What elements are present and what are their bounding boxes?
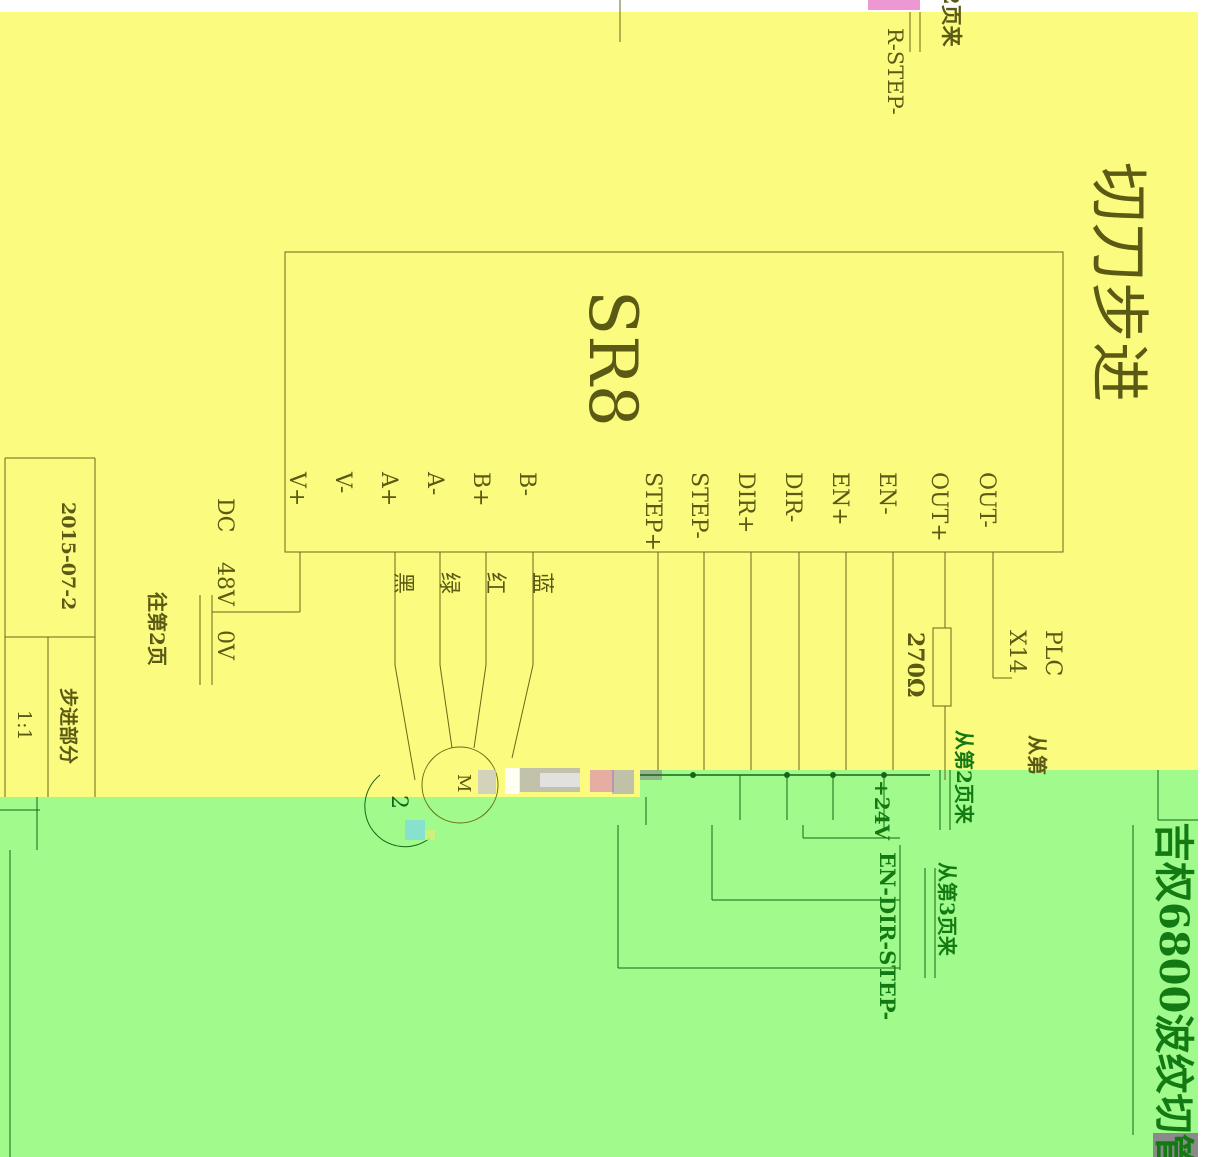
driver-terminals: OUT- OUT+ EN- EN+ DIR- DIR+ STEP- STEP+ B- B+ A- A+… xyxy=(284,471,999,551)
plus24-label: +24V xyxy=(870,780,894,841)
plc-label: PLC xyxy=(1040,630,1065,676)
terminal-label: V- xyxy=(330,471,355,493)
terminal-label: A+ xyxy=(376,471,401,506)
terminal-label: OUT- xyxy=(974,472,999,528)
terminal-label: B+ xyxy=(468,472,493,507)
terminal-label: OUT+ xyxy=(926,472,951,542)
title-block-part: 步进部分 xyxy=(57,688,80,764)
terminal-label: B- xyxy=(514,472,539,496)
wire-color-label: 黑 xyxy=(390,572,415,594)
terminal-label: A- xyxy=(422,471,447,495)
wire-color-label: 蓝 xyxy=(529,572,554,594)
terminal-label: EN- xyxy=(874,472,899,515)
top-from-label: 从第2页来 xyxy=(939,0,964,48)
terminal-label: V+ xyxy=(284,471,309,506)
driver-model: SR8 xyxy=(574,290,651,427)
resistor-value: 270Ω xyxy=(902,632,928,698)
motor-leads xyxy=(394,664,534,781)
power-voltage: 48V xyxy=(212,562,237,607)
wire-color-label: 红 xyxy=(482,572,507,594)
green-region xyxy=(0,770,1198,1157)
title-block-grid xyxy=(4,457,96,797)
title-block-date: 2015-07-2 xyxy=(57,502,79,610)
from-page2-label: 从第2页来 xyxy=(952,730,976,825)
driver-box xyxy=(284,251,1064,553)
bus-junctions xyxy=(690,772,887,778)
title-block-scale: 1:1 xyxy=(13,710,35,741)
motor-label: M xyxy=(453,774,474,792)
signal-bus-label: EN-DIR-STEP- xyxy=(875,852,900,1020)
diagram-title: 切刀步进 xyxy=(1083,162,1153,402)
power-to-page: 往第2页 xyxy=(145,592,169,666)
machine-name: 吉权6800波纹切管机 xyxy=(1150,822,1197,1157)
motor-number: 2 xyxy=(386,795,411,809)
image-glitches xyxy=(405,768,662,840)
terminal-label: STEP+ xyxy=(640,472,665,551)
grey-corner-block xyxy=(1153,1133,1198,1157)
terminal-leads xyxy=(212,552,1012,780)
terminal-label: DIR+ xyxy=(733,472,758,533)
white-strip xyxy=(0,0,870,12)
from-page3-label: 从第3页来 xyxy=(935,862,959,957)
motor-circle xyxy=(421,746,499,824)
power-zero: 0V xyxy=(212,630,237,661)
bus-wiring xyxy=(0,770,1198,1157)
terminal-label: EN+ xyxy=(827,472,852,526)
resistor xyxy=(932,627,952,707)
from-page2-partial: 从第 xyxy=(1025,735,1049,775)
terminal-label: DIR- xyxy=(780,472,805,522)
plc-input: X14 xyxy=(1004,630,1029,674)
power-dc: DC xyxy=(212,498,237,532)
top-signal-label: R-STEP- xyxy=(883,28,907,115)
terminal-label: STEP- xyxy=(686,472,711,539)
top-signal-glitch xyxy=(868,0,920,10)
wire-color-label: 绿 xyxy=(436,572,461,594)
